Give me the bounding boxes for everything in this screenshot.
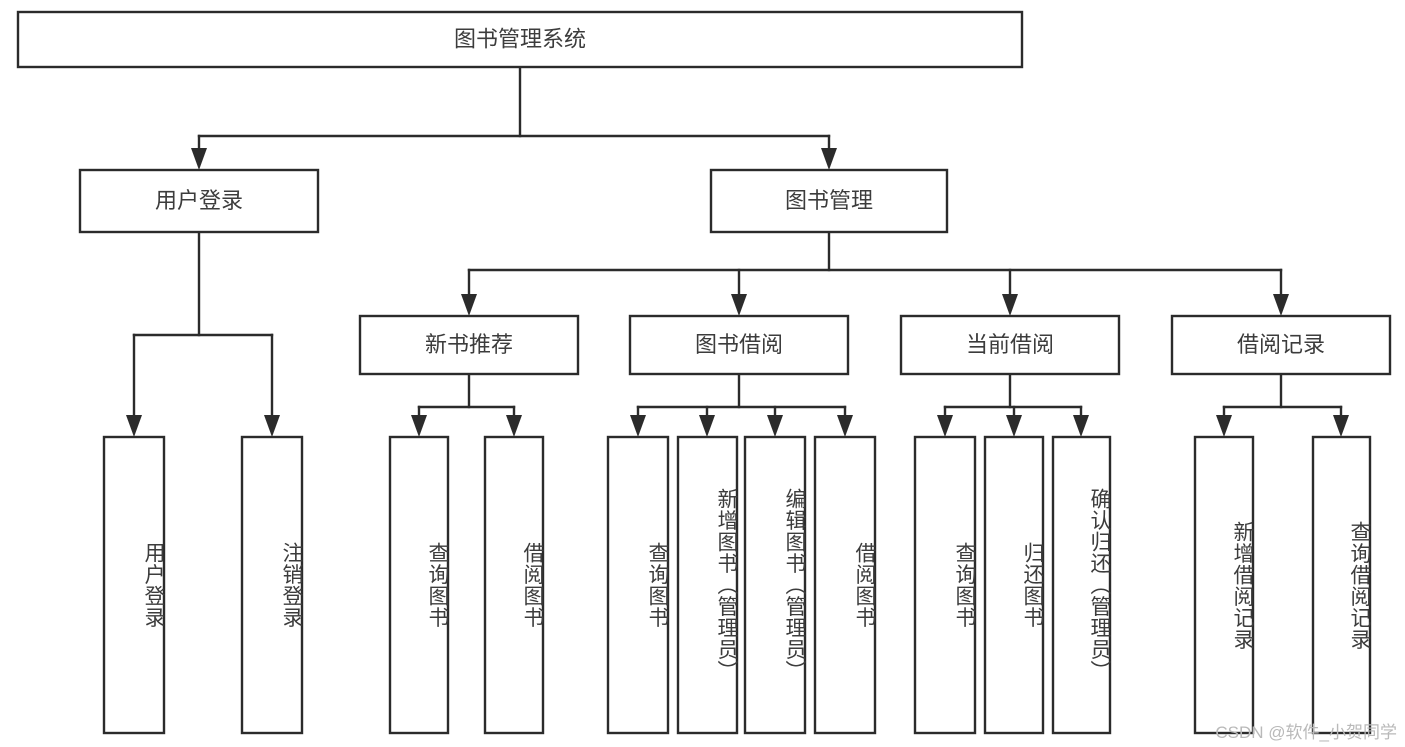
leaf-node-box-5[interactable] — [676, 435, 739, 735]
leaf-node-box-8[interactable] — [913, 435, 977, 735]
level3-node-box-2[interactable] — [899, 314, 1121, 376]
arrow-head-icon — [1333, 415, 1349, 437]
level2-node-label-0: 用户登录 — [155, 188, 243, 213]
arrow-head-icon — [821, 148, 837, 170]
arrow-head-icon — [1002, 294, 1018, 316]
leaf-node-box-9[interactable] — [983, 435, 1045, 735]
arrow-head-icon — [191, 148, 207, 170]
arrow-head-icon — [411, 415, 427, 437]
arrow-head-icon — [937, 415, 953, 437]
arrow-head-icon — [264, 415, 280, 437]
level3-node-label-2: 当前借阅 — [966, 332, 1054, 357]
level3-node-box-1[interactable] — [628, 314, 850, 376]
level2-node-label-1: 图书管理 — [785, 188, 873, 213]
leaf-node-box-11[interactable] — [1193, 435, 1255, 735]
leaf-node-box-0[interactable] — [102, 435, 166, 735]
node-box-layer — [16, 10, 1392, 735]
arrow-head-icon — [1273, 294, 1289, 316]
level2-node-box-1[interactable] — [709, 168, 949, 234]
arrow-head-icon — [461, 294, 477, 316]
level3-node-label-0: 新书推荐 — [425, 332, 513, 357]
leaf-node-box-3[interactable] — [483, 435, 545, 735]
root-node-label: 图书管理系统 — [454, 26, 586, 51]
leaf-node-box-12[interactable] — [1311, 435, 1372, 735]
arrow-head-icon — [1006, 415, 1022, 437]
arrow-head-icon — [699, 415, 715, 437]
arrow-head-icon — [630, 415, 646, 437]
arrow-head-icon — [1073, 415, 1089, 437]
arrow-head-icon — [767, 415, 783, 437]
level3-node-box-0[interactable] — [358, 314, 580, 376]
leaf-node-box-2[interactable] — [388, 435, 450, 735]
level3-node-box-3[interactable] — [1170, 314, 1392, 376]
level3-node-label-3: 借阅记录 — [1237, 332, 1325, 357]
leaf-node-box-7[interactable] — [813, 435, 877, 735]
arrow-head-icon — [506, 415, 522, 437]
leaf-node-box-4[interactable] — [606, 435, 670, 735]
leaf-node-box-1[interactable] — [240, 435, 304, 735]
leaf-node-box-6[interactable] — [743, 435, 807, 735]
arrow-head-icon — [1216, 415, 1232, 437]
level2-node-box-0[interactable] — [78, 168, 320, 234]
arrow-head-icon — [731, 294, 747, 316]
arrow-head-icon — [837, 415, 853, 437]
level3-node-label-1: 图书借阅 — [695, 332, 783, 357]
connector-layer — [126, 65, 1349, 437]
root-node-box[interactable] — [16, 10, 1024, 69]
leaf-node-box-10[interactable] — [1051, 435, 1112, 735]
arrow-head-icon — [126, 415, 142, 437]
